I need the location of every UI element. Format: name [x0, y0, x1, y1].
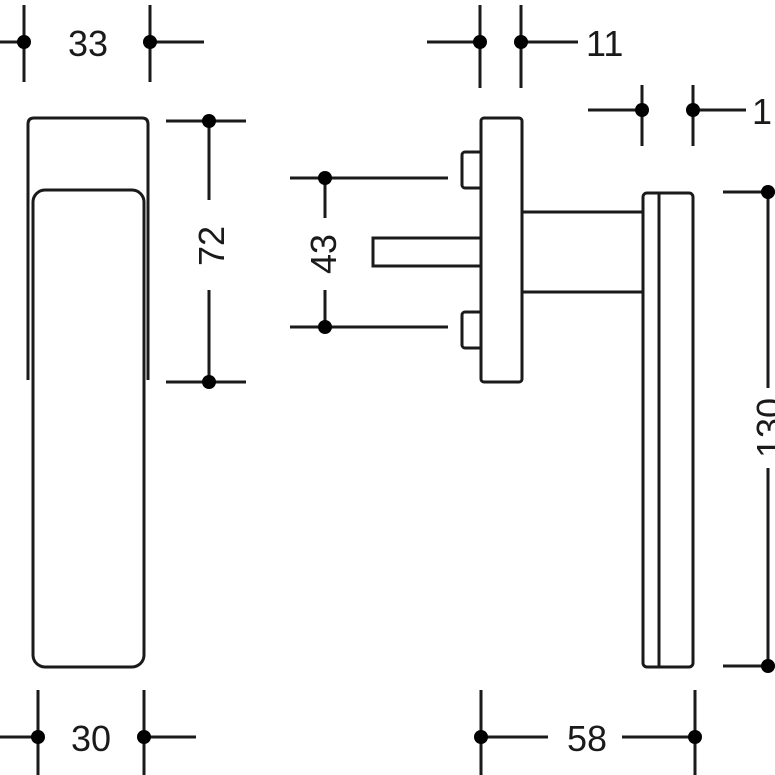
dim-72-rosette-height: 72 — [166, 114, 246, 389]
dim-point — [761, 185, 775, 199]
dim-point — [761, 659, 775, 673]
dim-point — [202, 114, 216, 128]
dim-label-72: 72 — [191, 226, 232, 266]
dim-point — [635, 103, 649, 117]
dim-point — [318, 320, 332, 334]
dim-point — [686, 103, 700, 117]
dim-label-30: 30 — [71, 718, 111, 759]
side-view — [371, 116, 695, 669]
dim-point — [318, 171, 332, 185]
dim-1-handle-thickness: 1 — [588, 85, 772, 146]
dim-point — [202, 375, 216, 389]
dim-label-43: 43 — [303, 234, 344, 274]
dim-label-1: 1 — [752, 91, 772, 132]
handle-neck — [520, 210, 646, 294]
dim-30-bottom-width: 30 — [0, 690, 196, 775]
front-handle-lever — [31, 188, 146, 669]
dim-130-handle-length: 130 — [723, 185, 775, 673]
rosette-side — [479, 116, 524, 384]
dim-11-rosette-depth: 11 — [427, 5, 623, 88]
dim-point — [17, 35, 31, 49]
dim-label-58: 58 — [567, 718, 607, 759]
dim-33-top-width: 33 — [0, 5, 204, 82]
dim-43-screw-spacing: 43 — [290, 171, 448, 334]
dim-label-33: 33 — [68, 23, 108, 64]
spindle — [371, 236, 485, 268]
front-view — [26, 116, 150, 669]
dim-point — [514, 35, 528, 49]
dim-point — [31, 730, 45, 744]
handle-grip-side — [641, 191, 695, 669]
dim-point — [137, 730, 151, 744]
dim-point — [473, 35, 487, 49]
dim-label-130: 130 — [749, 398, 775, 458]
dim-point — [688, 730, 702, 744]
dim-point — [474, 730, 488, 744]
dim-point — [143, 35, 157, 49]
dim-58-projection: 58 — [474, 690, 702, 775]
dim-label-11: 11 — [586, 23, 623, 64]
